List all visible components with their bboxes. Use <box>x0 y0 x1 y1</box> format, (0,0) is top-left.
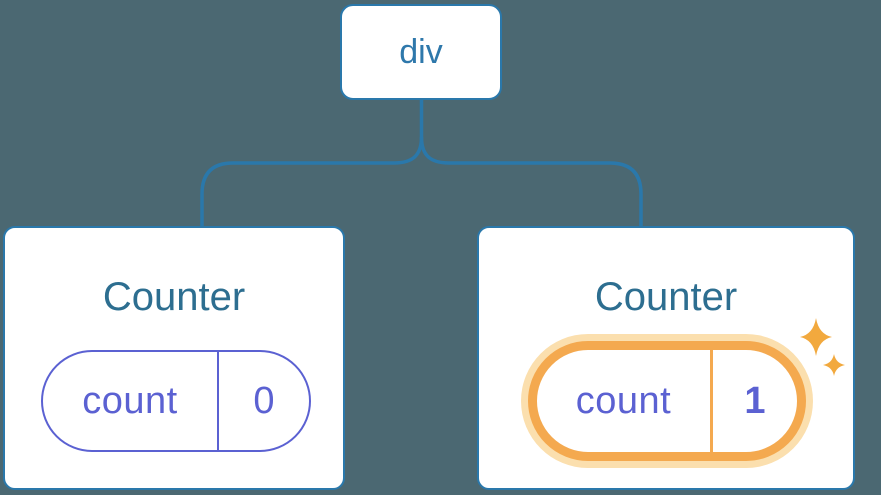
state-value: 1 <box>744 379 766 422</box>
tree-node-div: div <box>340 4 502 100</box>
counter-card-left: Counter count 0 <box>3 226 345 490</box>
sparkle-icon <box>800 318 845 376</box>
state-pill: count 0 <box>41 350 311 452</box>
counter-card-right: Counter count 1 <box>477 226 855 490</box>
state-name-label: count <box>537 350 713 452</box>
component-title: Counter <box>102 275 246 319</box>
state-pill-highlighted: count 1 <box>528 341 806 461</box>
component-title: Counter <box>594 275 738 319</box>
state-value: 0 <box>253 379 275 422</box>
tree-node-div-label: div <box>399 33 443 71</box>
state-name-label: count <box>43 352 219 450</box>
